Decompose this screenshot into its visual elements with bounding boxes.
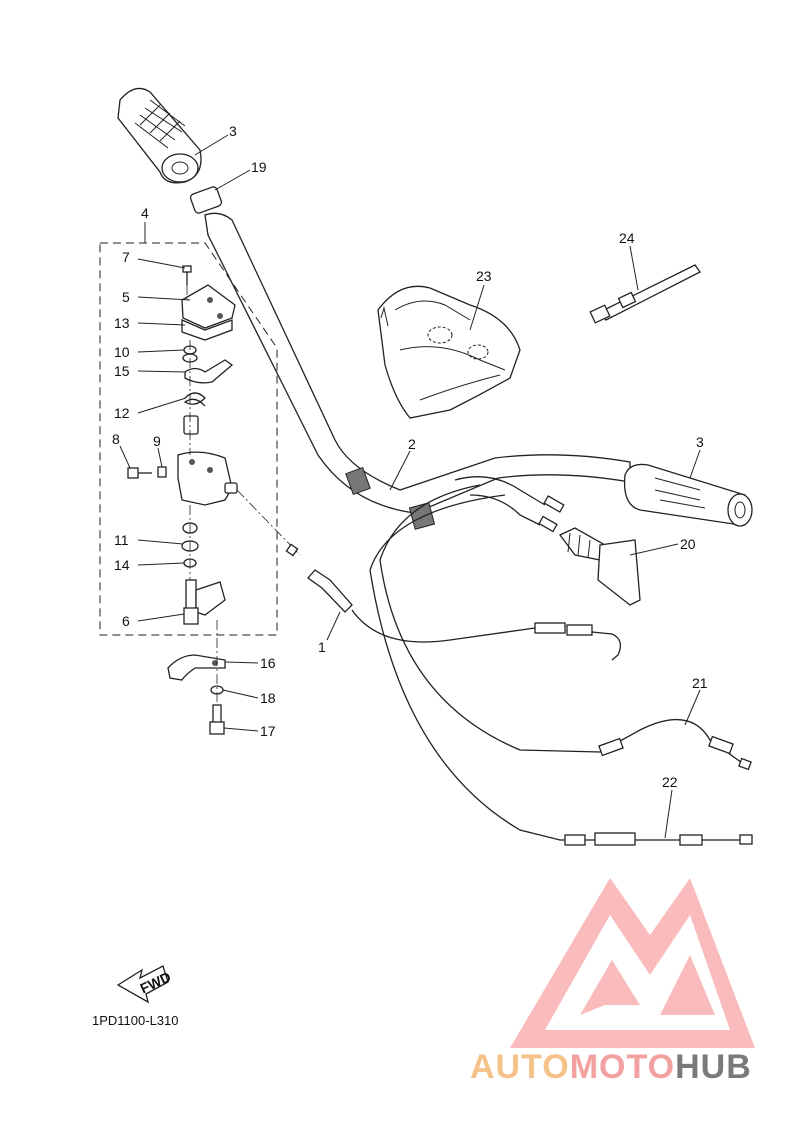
callout-9: 9 — [153, 433, 161, 449]
throttle-housing — [177, 451, 238, 506]
throttle-shaft — [183, 579, 226, 625]
screw-8 — [127, 467, 152, 479]
assembly-centerlines — [186, 285, 301, 705]
clamp-16 — [167, 654, 226, 681]
callout-19: 19 — [251, 159, 267, 175]
callout-labels: 1 2 3 3 4 5 6 7 8 9 10 11 12 13 14 15 16… — [112, 123, 708, 790]
throttle-cover — [181, 284, 236, 329]
callout-4: 4 — [141, 205, 149, 221]
cable-boot — [558, 527, 641, 606]
callout-20: 20 — [680, 536, 696, 552]
watermark-part-moto: MOTO — [569, 1048, 676, 1086]
callout-18: 18 — [260, 690, 276, 706]
callout-23: 23 — [476, 268, 492, 284]
handlebar — [204, 212, 631, 530]
diagram-code: 1PD1100-L310 — [92, 1013, 179, 1028]
callout-15: 15 — [114, 363, 130, 379]
return-spring — [183, 392, 206, 407]
callout-5: 5 — [122, 289, 130, 305]
left-grip — [117, 87, 202, 184]
callout-13: 13 — [114, 315, 130, 331]
watermark-part-auto: AUTO — [470, 1048, 570, 1086]
callout-17: 17 — [260, 723, 276, 739]
upper-cable-ends — [454, 476, 565, 533]
callout-22: 22 — [662, 774, 678, 790]
cable-tie — [589, 264, 701, 324]
callout-7: 7 — [122, 249, 130, 265]
bushing — [183, 415, 199, 435]
callout-3-right: 3 — [696, 434, 704, 450]
screw-7 — [182, 265, 192, 285]
fwd-label: FWD — [138, 968, 174, 996]
leader-lines — [119, 134, 701, 839]
screw-9 — [157, 466, 167, 478]
callout-11: 11 — [114, 532, 129, 548]
fwd-arrow-icon: FWD — [116, 965, 174, 1004]
watermark-part-hub: HUB — [675, 1048, 752, 1086]
grip-collar — [189, 186, 223, 214]
bolt-17 — [209, 704, 225, 735]
throttle-cable — [285, 543, 622, 661]
handlebar-cover — [377, 285, 521, 419]
brake-cable-22 — [369, 494, 753, 846]
watermark-text: AUTOMOTOHUB — [470, 1048, 752, 1087]
watermark-logo — [510, 878, 755, 1048]
callout-10: 10 — [114, 344, 130, 360]
throttle-assembly-box — [99, 242, 278, 636]
brake-cable-21 — [379, 484, 752, 771]
callout-3-left: 3 — [229, 123, 237, 139]
callout-24: 24 — [619, 230, 635, 246]
right-grip — [623, 463, 753, 527]
callout-6: 6 — [122, 613, 130, 629]
throttle-gasket — [181, 319, 233, 341]
callout-8: 8 — [112, 431, 120, 447]
callout-14: 14 — [114, 557, 130, 573]
callout-21: 21 — [692, 675, 708, 691]
callout-1: 1 — [318, 639, 326, 655]
callout-12: 12 — [114, 405, 130, 421]
throttle-lever — [184, 359, 234, 384]
callout-2: 2 — [408, 436, 416, 452]
callout-16: 16 — [260, 655, 276, 671]
